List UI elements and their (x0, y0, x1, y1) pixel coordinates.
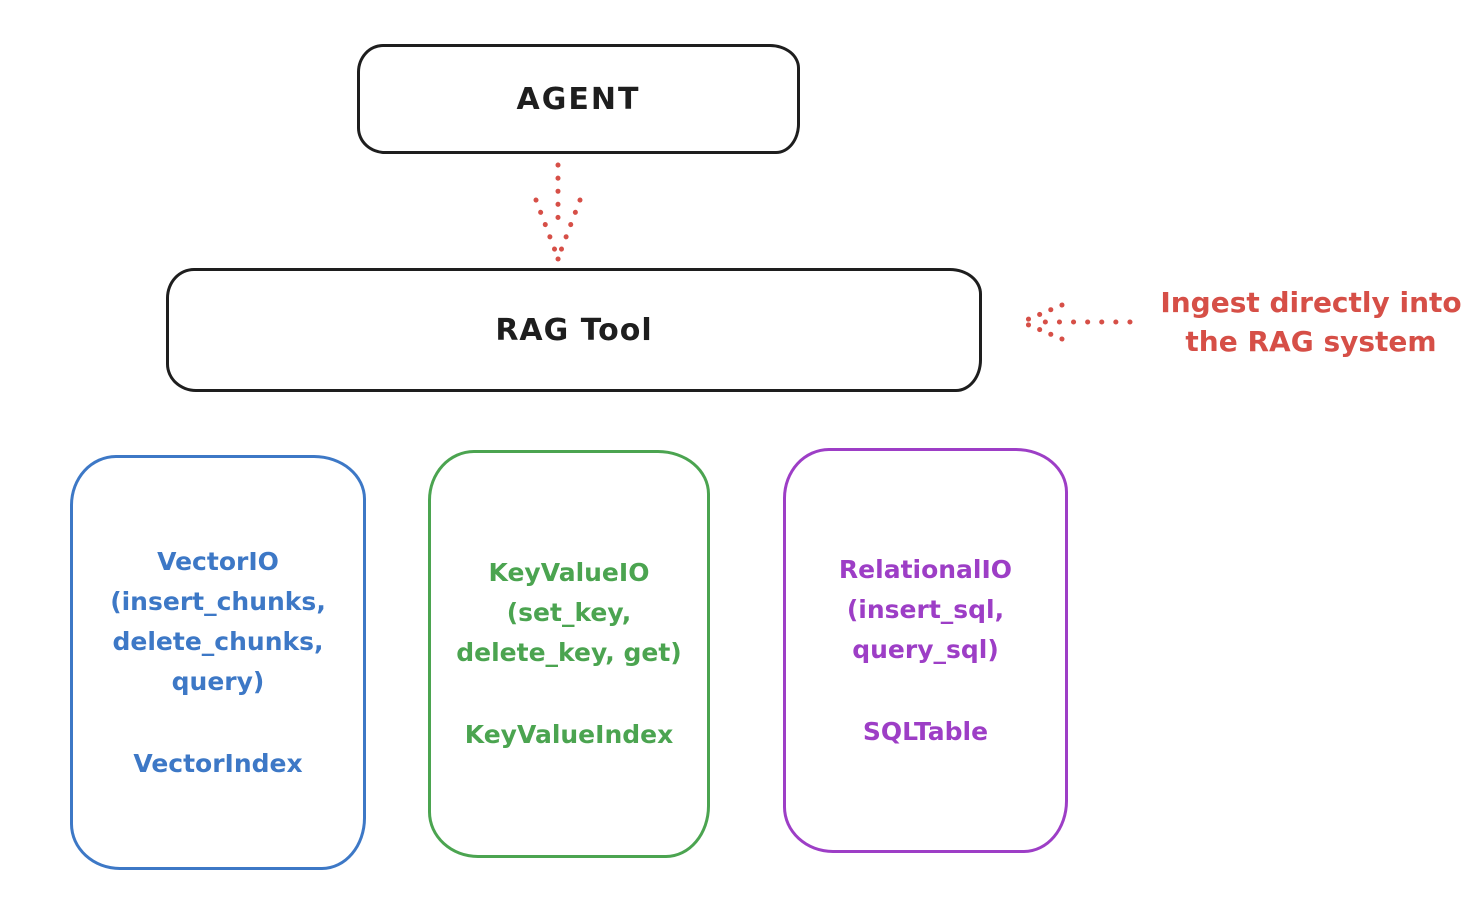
vector-io-method-line: query) (171, 666, 265, 696)
vector-io-method-line: (insert_chunks, (110, 586, 326, 616)
arrow-left-strokes (1021, 302, 1133, 342)
dotted-arrow-left-icon (1021, 302, 1133, 342)
relational-io-title: RelationalIO (838, 554, 1013, 584)
rag-tool-label: RAG Tool (495, 312, 653, 348)
keyvalue-io-method-line: (set_key, (506, 598, 632, 627)
keyvalue-io-node: KeyValueIO (set_key, delete_key, get) Ke… (428, 450, 710, 858)
vector-index-label: VectorIndex (133, 748, 303, 778)
agent-label: AGENT (516, 81, 641, 117)
sql-table-label: SQLTable (862, 716, 989, 746)
vector-io-title: VectorIO (157, 546, 279, 576)
relational-io-node: RelationalIO (insert_sql, query_sql) SQL… (783, 448, 1068, 853)
keyvalue-io-method-line: delete_key, get) (456, 638, 682, 667)
vector-io-node: VectorIO (insert_chunks, delete_chunks, … (70, 455, 366, 870)
ingest-annotation-line1: Ingest directly into (1160, 286, 1462, 319)
keyvalue-io-title: KeyValueIO (488, 558, 650, 587)
vector-io-method-line: delete_chunks, (112, 626, 324, 656)
relational-io-method-line: (insert_sql, (846, 594, 1005, 624)
rag-tool-node: RAG Tool (166, 268, 982, 392)
ingest-annotation: Ingest directly into the RAG system (1138, 283, 1484, 361)
arrow-down-strokes (533, 162, 583, 262)
relational-io-method-line: query_sql) (852, 634, 999, 664)
ingest-annotation-line2: the RAG system (1185, 325, 1437, 358)
dotted-arrow-down-icon (533, 162, 583, 262)
agent-node: AGENT (357, 44, 800, 154)
keyvalue-index-label: KeyValueIndex (464, 720, 674, 749)
